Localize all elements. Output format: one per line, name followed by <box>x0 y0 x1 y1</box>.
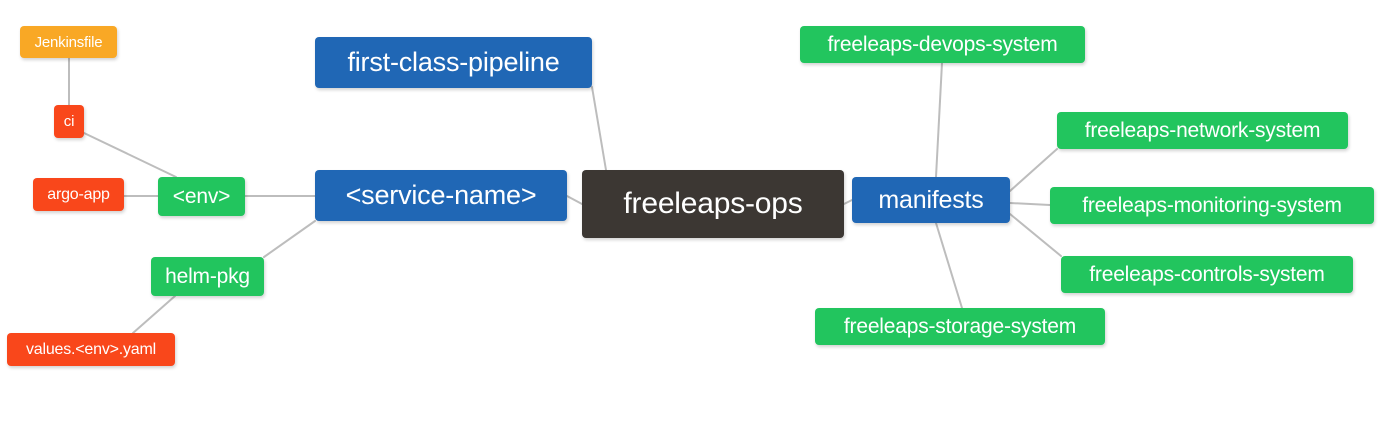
edge-manifests-to-freeleaps-network-system <box>1009 148 1058 192</box>
edge-helm-pkg-to-values-env-yaml <box>132 295 176 334</box>
node-helm-pkg[interactable]: helm-pkg <box>151 257 264 296</box>
edge-manifests-to-freeleaps-monitoring-system <box>1009 202 1051 206</box>
node-first-class-pipeline[interactable]: first-class-pipeline <box>315 37 592 88</box>
edge-freeleaps-ops-to-service-name <box>566 195 583 205</box>
node-label-values-env-yaml: values.<env>.yaml <box>25 340 156 358</box>
node-values-env-yaml[interactable]: values.<env>.yaml <box>7 333 175 366</box>
node-freeleaps-controls-system[interactable]: freeleaps-controls-system <box>1061 256 1353 293</box>
node-label-first-class-pipeline: first-class-pipeline <box>347 47 560 77</box>
node-label-freeleaps-devops-system: freeleaps-devops-system <box>827 33 1058 56</box>
node-label-freeleaps-network-system: freeleaps-network-system <box>1084 119 1321 142</box>
node-freeleaps-ops[interactable]: freeleaps-ops <box>582 170 844 238</box>
edge-service-name-to-helm-pkg <box>263 220 316 258</box>
edge-freeleaps-ops-to-manifests <box>843 199 853 205</box>
node-ci[interactable]: ci <box>54 105 84 138</box>
node-label-jenkinsfile: Jenkinsfile <box>34 33 103 51</box>
node-jenkinsfile[interactable]: Jenkinsfile <box>20 26 117 58</box>
node-label-freeleaps-monitoring-system: freeleaps-monitoring-system <box>1082 194 1342 217</box>
node-label-ci: ci <box>63 113 75 130</box>
edge-manifests-to-freeleaps-devops-system <box>935 62 943 178</box>
node-label-env: <env> <box>172 185 231 208</box>
node-freeleaps-monitoring-system[interactable]: freeleaps-monitoring-system <box>1050 187 1374 224</box>
node-env[interactable]: <env> <box>158 177 245 216</box>
node-manifests[interactable]: manifests <box>852 177 1010 223</box>
node-freeleaps-storage-system[interactable]: freeleaps-storage-system <box>815 308 1105 345</box>
node-argo-app[interactable]: argo-app <box>33 178 124 211</box>
edge-env-to-ci <box>83 132 177 178</box>
node-freeleaps-network-system[interactable]: freeleaps-network-system <box>1057 112 1348 149</box>
node-label-argo-app: argo-app <box>47 185 110 203</box>
node-label-helm-pkg: helm-pkg <box>165 265 250 288</box>
edge-manifests-to-freeleaps-storage-system <box>935 222 963 309</box>
node-label-manifests: manifests <box>878 185 984 214</box>
node-label-freeleaps-ops: freeleaps-ops <box>623 187 803 220</box>
node-service-name[interactable]: <service-name> <box>315 170 567 221</box>
edge-freeleaps-ops-to-first-class-pipeline <box>591 86 607 171</box>
node-label-service-name: <service-name> <box>345 180 537 210</box>
node-label-freeleaps-storage-system: freeleaps-storage-system <box>843 315 1077 338</box>
node-freeleaps-devops-system[interactable]: freeleaps-devops-system <box>800 26 1085 63</box>
node-label-freeleaps-controls-system: freeleaps-controls-system <box>1089 263 1325 286</box>
